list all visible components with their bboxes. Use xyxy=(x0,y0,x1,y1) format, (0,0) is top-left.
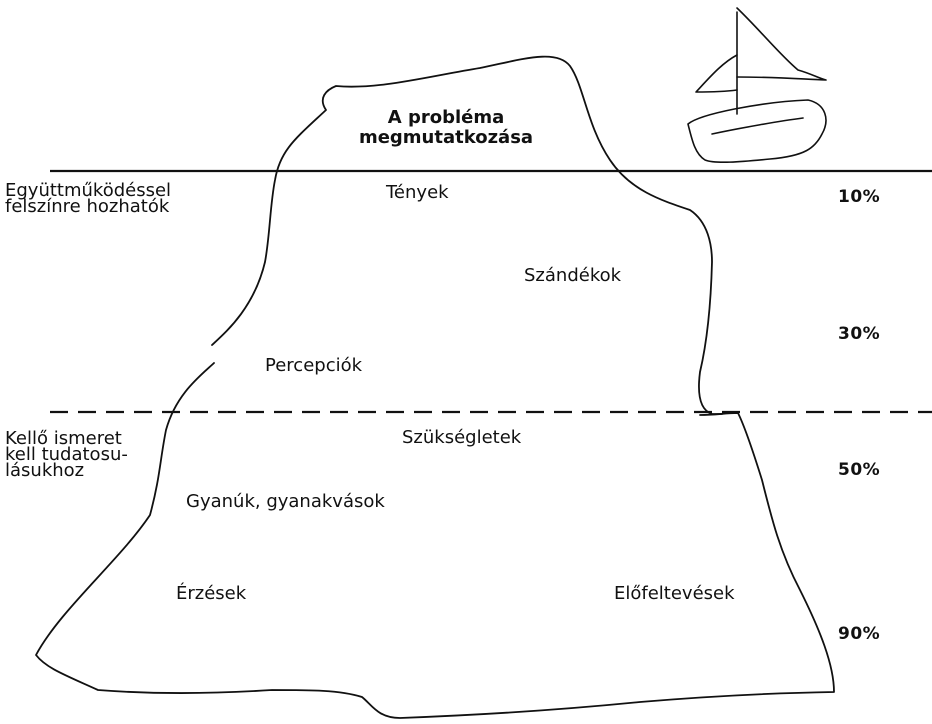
concept-feelings: Érzések xyxy=(176,583,247,604)
concept-assumptions: Előfeltevések xyxy=(614,583,735,604)
concept-suspicions: Gyanúk, gyanakvások xyxy=(186,491,385,512)
tip-title-line-2: megmutatkozása xyxy=(358,127,534,148)
iceberg-upper-outline xyxy=(211,55,723,415)
upper-zone-line-1: Együttműködéssel xyxy=(5,180,172,201)
upper-zone-label: Együttműködéssel felszínre hozhatók xyxy=(5,180,172,217)
percentage-50: 50% xyxy=(838,460,881,480)
iceberg-lower-outline xyxy=(35,362,835,719)
concept-perceptions: Percepciók xyxy=(265,355,363,376)
lower-zone-label: Kellő ismeret kell tudatosu- lásukhoz xyxy=(5,428,128,481)
sailboat-hull-stripe xyxy=(711,117,804,135)
sailboat-hull xyxy=(687,99,827,164)
sailboat-icon xyxy=(687,7,827,164)
percentage-90: 90% xyxy=(838,624,881,644)
concept-intentions: Szándékok xyxy=(524,265,622,286)
concept-facts: Tények xyxy=(386,182,449,203)
tip-title-line-1: A probléma xyxy=(387,107,505,128)
tip-title: A probléma megmutatkozása xyxy=(346,108,546,148)
percentage-30: 30% xyxy=(838,324,881,344)
sailboat-main-sail xyxy=(736,7,827,81)
lower-zone-line-1: Kellő ismeret xyxy=(5,428,122,449)
lower-zone-line-3: lásukhoz xyxy=(5,460,85,481)
sailboat-front-sail xyxy=(695,54,738,93)
concept-needs: Szükségletek xyxy=(402,427,522,448)
percentage-10: 10% xyxy=(838,187,881,207)
upper-zone-line-2: felszínre hozhatók xyxy=(5,196,170,217)
lower-zone-line-2: kell tudatosu- xyxy=(5,444,128,465)
